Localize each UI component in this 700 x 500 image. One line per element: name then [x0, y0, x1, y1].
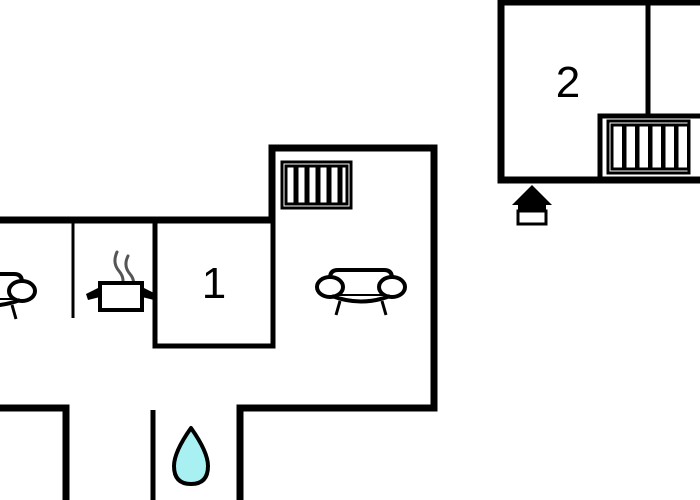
water-drop-icon	[172, 426, 210, 486]
room-number-1: 1	[202, 259, 226, 308]
staircase-icon	[606, 119, 691, 175]
entrance-house-icon	[512, 185, 552, 226]
sofa-icon	[0, 272, 37, 320]
upper-floor-outer-wall	[497, 0, 700, 184]
sofa-icon	[315, 268, 407, 316]
cooking-pot-icon	[86, 250, 156, 312]
upper-floor-group: 2	[497, 0, 700, 226]
room-1-walls	[152, 217, 276, 349]
room-number-2: 2	[556, 58, 580, 107]
ground-floor-group: 1	[0, 144, 438, 500]
staircase-icon	[280, 160, 353, 210]
